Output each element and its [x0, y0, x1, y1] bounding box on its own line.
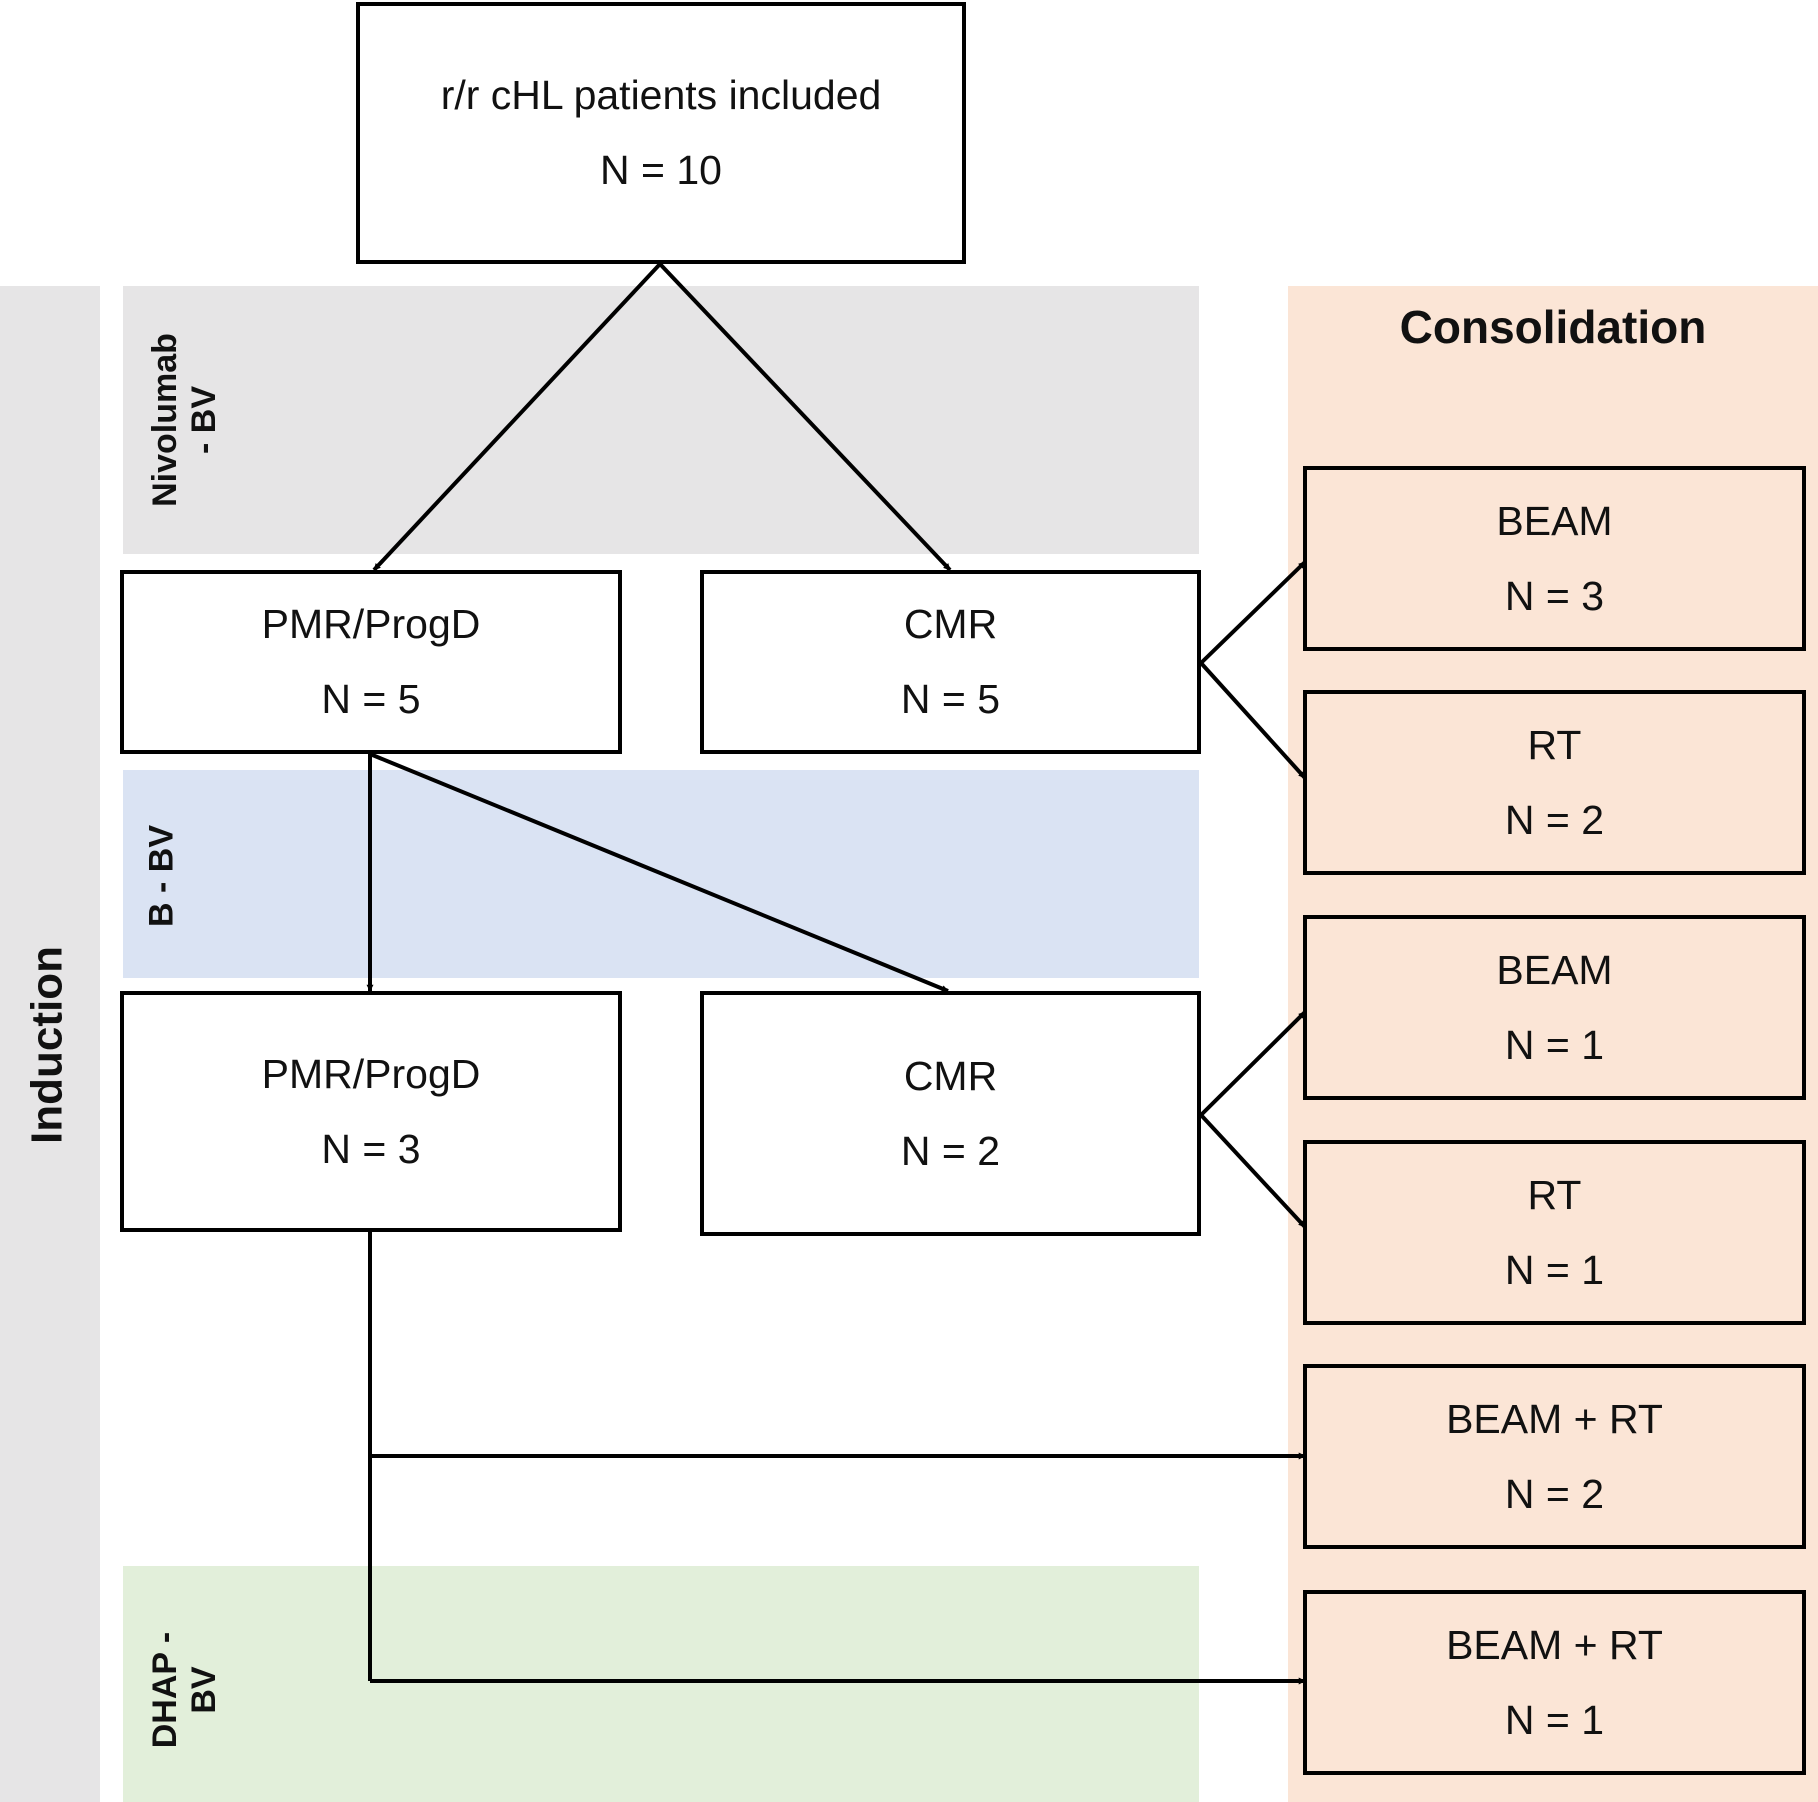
node-cmr-2: CMR N = 2	[700, 991, 1201, 1236]
node-pmr-progd-1: PMR/ProgD N = 5	[120, 570, 622, 754]
node-cmr-1-label: CMR	[903, 601, 998, 647]
node-cmr-1: CMR N = 5	[700, 570, 1201, 754]
node-patients-included: r/r cHL patients included N = 10	[356, 2, 966, 264]
node-beam-rt-2: BEAM + RT N = 1	[1303, 1590, 1806, 1775]
node-rt-1-count: N = 2	[1504, 796, 1605, 843]
node-pmr-progd-1-count: N = 5	[321, 676, 421, 722]
edge-pmr1-to-cmr2	[369, 752, 949, 993]
node-pmr-progd-1-label: PMR/ProgD	[261, 601, 481, 647]
node-cmr-1-count: N = 5	[900, 676, 1001, 722]
nivolumab-bv-band	[123, 286, 1199, 554]
edge-cmr2-to-beam2	[1199, 1010, 1307, 1117]
node-rt-2-label: RT	[1527, 1171, 1582, 1218]
node-rt-1: RT N = 2	[1303, 690, 1806, 875]
edge-start-to-pmr1	[372, 262, 662, 572]
node-beam-1-label: BEAM	[1496, 497, 1613, 544]
edge-start-to-cmr1	[658, 262, 952, 572]
node-cmr-2-count: N = 2	[900, 1127, 1001, 1174]
node-beam-rt-1-count: N = 2	[1504, 1470, 1605, 1517]
node-patients-included-label: r/r cHL patients included	[440, 72, 882, 118]
node-pmr-progd-2-count: N = 3	[321, 1125, 421, 1172]
edge-cmr2-to-rt2	[1199, 1113, 1307, 1229]
edge-cmr1-to-rt1	[1199, 661, 1307, 780]
node-beam-rt-1: BEAM + RT N = 2	[1303, 1364, 1806, 1549]
node-beam-2-count: N = 1	[1504, 1021, 1605, 1068]
node-beam-2: BEAM N = 1	[1303, 915, 1806, 1100]
node-rt-1-label: RT	[1527, 721, 1582, 768]
node-rt-2: RT N = 1	[1303, 1140, 1806, 1325]
node-pmr-progd-2: PMR/ProgD N = 3	[120, 991, 622, 1232]
consolidation-title: Consolidation	[1399, 301, 1707, 353]
node-beam-2-label: BEAM	[1496, 946, 1613, 993]
node-beam-1-count: N = 3	[1504, 572, 1605, 619]
node-patients-included-count: N = 10	[600, 147, 722, 193]
node-cmr-2-label: CMR	[903, 1052, 998, 1099]
node-beam-rt-2-count: N = 1	[1504, 1696, 1605, 1743]
node-beam-rt-2-label: BEAM + RT	[1446, 1621, 1663, 1668]
induction-band	[0, 286, 100, 1802]
edge-cmr1-to-beam1	[1199, 560, 1307, 665]
node-beam-rt-1-label: BEAM + RT	[1446, 1395, 1663, 1442]
node-rt-2-count: N = 1	[1504, 1246, 1605, 1293]
dhap-bv-band	[123, 1566, 1199, 1802]
node-pmr-progd-2-label: PMR/ProgD	[261, 1050, 481, 1097]
node-beam-1: BEAM N = 3	[1303, 466, 1806, 651]
